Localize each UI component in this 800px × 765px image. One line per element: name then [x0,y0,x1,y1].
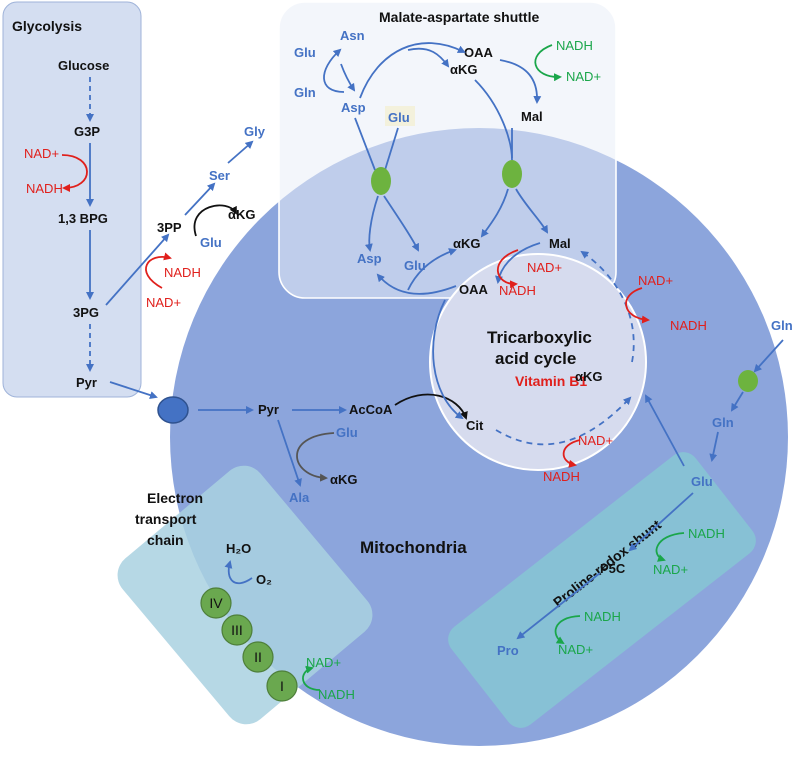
akg-mito: αKG [330,472,358,487]
gln-inside: Gln [712,415,734,430]
complex-iii-label: III [231,622,243,638]
nadh-proline1: NADH [688,526,725,541]
glu-shuttle-mid: Glu [388,110,410,125]
gly-label: Gly [244,124,266,139]
akg-low-shuttle: αKG [453,236,481,251]
complex-i [266,670,298,702]
tca-title-2: acid cycle [495,349,576,368]
vitamin-b1: Vitamin B1 [515,373,587,389]
gln-transporter [738,370,758,392]
nadh-etc: NADH [318,687,355,702]
complex-iv-label: IV [209,595,223,611]
nadh-glyco: NADH [26,181,63,196]
mitochondria-label: Mitochondria [360,538,467,557]
tca-cycle [429,253,647,471]
akg-serine: αKG [228,207,256,222]
complex-ii [242,641,274,673]
mal-tca: Mal [549,236,571,251]
pyr-glyco-label: Pyr [76,375,97,390]
oaa-tca: OAA [459,282,489,297]
nad-plus-proline2: NAD+ [558,642,593,657]
nad-plus-etc: NAD+ [306,655,341,670]
akg-top: αKG [450,62,478,77]
nadh-proline2: NADH [584,609,621,624]
ala-label: Ala [289,490,310,505]
glu-shuttle-left: Glu [294,45,316,60]
nad-plus-proline1: NAD+ [653,562,688,577]
mal-top: Mal [521,109,543,124]
o2-label: O₂ [256,572,272,587]
nadh-tca2: NADH [670,318,707,333]
complex-iii [221,614,253,646]
shuttle-transporter-right [502,160,522,188]
etc-title-1: Electron [147,490,203,506]
asp-top: Asp [341,100,366,115]
nad-plus-glyco: NAD+ [24,146,59,161]
akg-tca: αKG [575,369,603,384]
glu-mito: Glu [336,425,358,440]
pro-label: Pro [497,643,519,658]
oaa-top: OAA [464,45,494,60]
asn-label: Asn [340,28,365,43]
g3p-label: G3P [74,124,100,139]
nadh-serine: NADH [164,265,201,280]
shuttle-title: Malate-aspartate shuttle [379,9,539,25]
pp3-label: 3PP [157,220,182,235]
gln-outside: Gln [771,318,793,333]
shuttle-transporter-left [371,167,391,195]
nad-plus-tca2: NAD+ [638,273,673,288]
ser-label: Ser [209,168,230,183]
etc-title-2: transport [135,511,197,527]
proline-panel [448,452,756,728]
etc-panel [117,465,373,725]
glu-proline: Glu [691,474,713,489]
p5c-label: P5C [600,561,626,576]
glycolysis-title: Glycolysis [12,18,82,34]
nad-plus-serine: NAD+ [146,295,181,310]
complex-i-label: I [280,678,284,694]
complex-iv [200,587,232,619]
asp-low: Asp [357,251,382,266]
complex-ii-label: II [254,649,262,665]
nadh-tca1: NADH [499,283,536,298]
glycolysis-panel [2,1,142,398]
cit-label: Cit [466,418,484,433]
nad-plus-shuttle: NAD+ [566,69,601,84]
bpg-label: 1,3 BPG [58,211,108,226]
pyruvate-carrier [157,396,189,424]
tca-title-1: Tricarboxylic [487,328,592,347]
nadh-shuttle: NADH [556,38,593,53]
pyr-mito-label: Pyr [258,402,279,417]
pg3-label: 3PG [73,305,99,320]
etc-title-3: chain [147,532,184,548]
glu-serine: Glu [200,235,222,250]
shuttle-panel [278,1,617,299]
nad-plus-tca3: NAD+ [578,433,613,448]
glu-mid-highlight [385,106,415,126]
nad-plus-tca1: NAD+ [527,260,562,275]
glucose-label: Glucose [58,58,109,73]
gln-shuttle: Gln [294,85,316,100]
h2o-label: H₂O [226,541,251,556]
glu-low: Glu [404,258,426,273]
nadh-tca3: NADH [543,469,580,484]
acoa-label: AcCoA [349,402,393,417]
